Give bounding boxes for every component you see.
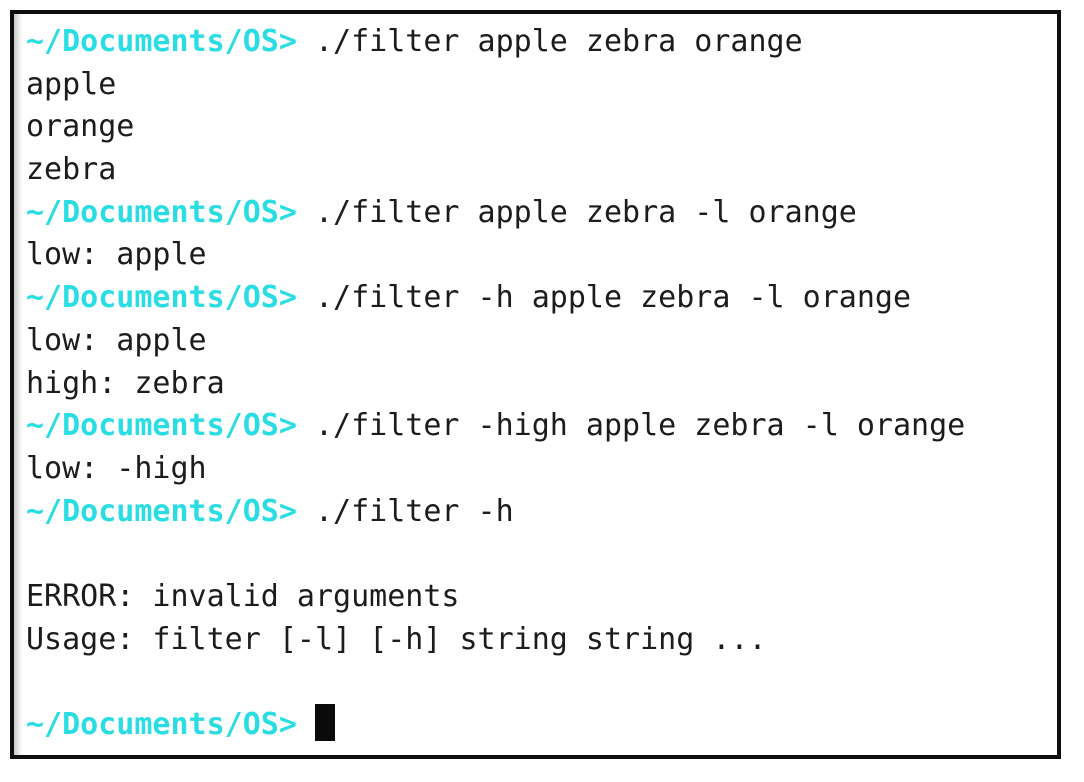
terminal-line-output: zebra bbox=[26, 149, 1053, 192]
terminal-line-command: ~/Documents/OS> ./filter -h apple zebra … bbox=[26, 277, 1053, 320]
terminal-line-command: ~/Documents/OS> ./filter -h bbox=[26, 491, 1053, 534]
output-text: apple bbox=[26, 66, 117, 102]
terminal-line-command: ~/Documents/OS> ./filter apple zebra ora… bbox=[26, 21, 1053, 64]
output-text: orange bbox=[26, 109, 135, 145]
output-text: low: apple bbox=[26, 237, 207, 273]
command-text: ./filter -h apple zebra -l orange bbox=[315, 280, 912, 316]
terminal-line-error: ERROR: invalid arguments bbox=[26, 576, 1053, 619]
command-text: ./filter -h bbox=[315, 493, 514, 529]
shell-prompt: ~/Documents/OS> bbox=[26, 280, 297, 316]
shell-prompt: ~/Documents/OS> bbox=[26, 194, 297, 230]
terminal-line-current-prompt: ~/Documents/OS> bbox=[26, 704, 1053, 747]
command-text: ./filter apple zebra -l orange bbox=[315, 194, 857, 230]
output-text: high: zebra bbox=[26, 365, 225, 401]
terminal-line-output: orange bbox=[26, 106, 1053, 149]
error-text: ERROR: invalid arguments bbox=[26, 578, 460, 614]
terminal-line-command: ~/Documents/OS> ./filter apple zebra -l … bbox=[26, 192, 1053, 235]
terminal-line-usage: Usage: filter [-l] [-h] string string ..… bbox=[26, 619, 1053, 662]
terminal-line-blank bbox=[26, 533, 1053, 576]
command-text: ./filter -high apple zebra -l orange bbox=[315, 408, 966, 444]
terminal-line-output: low: -high bbox=[26, 448, 1053, 491]
shell-prompt: ~/Documents/OS> bbox=[26, 493, 297, 529]
text-cursor[interactable] bbox=[315, 704, 335, 741]
output-text: zebra bbox=[26, 152, 117, 188]
terminal-line-output: high: zebra bbox=[26, 363, 1053, 406]
terminal-window[interactable]: ~/Documents/OS> ./filter apple zebra ora… bbox=[10, 10, 1061, 759]
command-text: ./filter apple zebra orange bbox=[315, 24, 803, 59]
shell-prompt: ~/Documents/OS> bbox=[26, 707, 297, 742]
shell-prompt: ~/Documents/OS> bbox=[26, 408, 297, 444]
terminal-line-output: low: apple bbox=[26, 234, 1053, 277]
terminal-line-blank bbox=[26, 661, 1053, 704]
usage-text: Usage: filter [-l] [-h] string string ..… bbox=[26, 621, 767, 657]
shell-prompt: ~/Documents/OS> bbox=[26, 24, 297, 59]
terminal-line-output: apple bbox=[26, 64, 1053, 107]
output-text: low: apple bbox=[26, 322, 207, 358]
terminal-line-command: ~/Documents/OS> ./filter -high apple zeb… bbox=[26, 405, 1053, 448]
output-text: low: -high bbox=[26, 450, 207, 486]
terminal-line-output: low: apple bbox=[26, 320, 1053, 363]
